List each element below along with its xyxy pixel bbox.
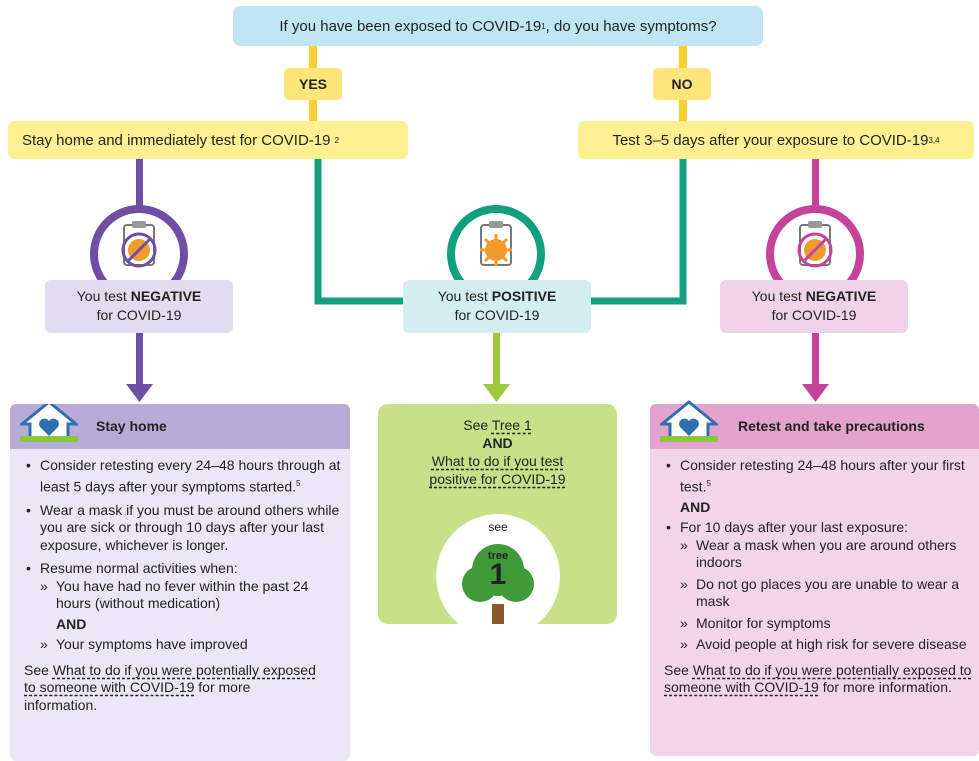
- tree-badge[interactable]: see tree 1: [436, 514, 560, 638]
- result-right-pre: You test: [751, 288, 806, 304]
- stay-home-body: Consider retesting every 24–48 hours thr…: [24, 457, 344, 714]
- bullet-text: Consider retesting 24–48 hours after you…: [680, 457, 965, 495]
- list-item: Wear a mask when you are around others i…: [664, 537, 972, 572]
- bullet-text: Resume normal activities when:: [40, 560, 238, 577]
- sub-bullet-text: Monitor for symptoms: [696, 614, 831, 631]
- tree-icon: [462, 544, 534, 624]
- sub-bullet-text: Do not go places you are unable to wear …: [696, 575, 960, 610]
- list-item: Resume normal activities when:: [24, 560, 344, 578]
- result-right-bold: NEGATIVE: [805, 288, 877, 304]
- list-item: Do not go places you are unable to wear …: [664, 576, 972, 611]
- bullet-text: Consider retesting every 24–48 hours thr…: [40, 457, 341, 495]
- virus-positive-icon: [480, 221, 512, 266]
- tree-1-link[interactable]: Tree 1: [491, 417, 532, 433]
- see-label: See: [24, 661, 53, 678]
- retest-title: Retest and take precautions: [738, 418, 925, 434]
- sub-bullet-text: Your symptoms have improved: [56, 636, 248, 653]
- left-stem-top: [136, 159, 143, 211]
- right-arrow: [802, 384, 829, 402]
- tree-card: See Tree 1 AND What to do if you test po…: [378, 404, 617, 638]
- badge-see: see: [488, 520, 508, 534]
- see-label: See: [664, 661, 693, 678]
- result-negative-right: You test NEGATIVE for COVID-19: [720, 280, 908, 333]
- bullet-text: Wear a mask if you must be around others…: [40, 501, 340, 553]
- question-text-end: , do you have symptoms?: [545, 17, 717, 35]
- see-label: See: [463, 417, 492, 433]
- more-info-label: for more information.: [24, 679, 251, 713]
- more-info-label: for more information.: [818, 679, 952, 696]
- result-left-pre: You test: [76, 288, 131, 304]
- result-mid-post: for COVID-19: [454, 307, 540, 323]
- virus-negative-icon: [797, 221, 833, 268]
- exposed-guide-link[interactable]: What to do if you were potentially expos…: [664, 661, 972, 696]
- yes-step-sup: 2: [334, 135, 340, 145]
- sub-bullet-text: Wear a mask when you are around others i…: [696, 536, 957, 571]
- virus-negative-icon: [121, 221, 157, 268]
- no-step-text: Test 3–5 days after your exposure to COV…: [612, 131, 929, 149]
- stay-home-card: Stay home Consider retesting every 24–48…: [10, 404, 350, 761]
- badge-tree: tree: [487, 550, 509, 562]
- right-stem-top: [812, 159, 819, 211]
- list-item: Wear a mask if you must be around others…: [24, 502, 344, 555]
- list-item: Monitor for symptoms: [664, 615, 972, 633]
- result-mid-bold: POSITIVE: [491, 288, 557, 304]
- and-label: AND: [482, 435, 513, 451]
- right-stem-bottom: [812, 333, 819, 388]
- no-step-box: Test 3–5 days after your exposure to COV…: [578, 121, 974, 159]
- tree-card-text: See Tree 1 AND What to do if you test po…: [378, 416, 617, 488]
- result-mid-pre: You test: [437, 288, 492, 304]
- yes-tag: YES: [284, 68, 342, 100]
- left-arrow: [126, 384, 153, 402]
- sub-bullet-text: You have had no fever within the past 24…: [56, 577, 309, 612]
- no-step-sup: 3,4: [928, 135, 940, 145]
- retest-card: Retest and take precautions Consider ret…: [650, 400, 979, 756]
- yes-step-text: Stay home and immediately test for COVID…: [22, 131, 331, 149]
- exposed-guide-link[interactable]: What to do if you were potentially expos…: [24, 661, 316, 696]
- bullet-sup: 5: [296, 478, 301, 488]
- list-item: Consider retesting every 24–48 hours thr…: [24, 457, 344, 496]
- stay-home-title: Stay home: [96, 418, 167, 434]
- list-item: Your symptoms have improved: [24, 636, 344, 654]
- question-text: If you have been exposed to COVID-19: [279, 17, 542, 35]
- badge-num: 1: [489, 558, 507, 591]
- list-item: You have had no fever within the past 24…: [24, 578, 344, 613]
- home-heart-icon: [20, 404, 78, 442]
- see-more-text: See What to do if you were potentially e…: [24, 662, 344, 715]
- teal-left-path: [314, 159, 404, 305]
- sub-bullet-text: Avoid people at high risk for severe dis…: [696, 636, 967, 653]
- result-positive-mid: You test POSITIVE for COVID-19: [403, 280, 591, 333]
- result-left-post: for COVID-19: [96, 307, 182, 323]
- mid-arrow: [483, 384, 510, 402]
- result-right-post: for COVID-19: [771, 307, 857, 323]
- and-label: AND: [680, 498, 711, 515]
- home-heart-icon: [660, 400, 718, 442]
- left-stem-bottom: [136, 333, 143, 388]
- result-negative-left: You test NEGATIVE for COVID-19: [45, 280, 233, 333]
- and-label: AND: [56, 615, 87, 632]
- list-item: Avoid people at high risk for severe dis…: [664, 636, 972, 654]
- no-tag: NO: [653, 68, 711, 100]
- bullet-text: For 10 days after your last exposure:: [680, 519, 908, 536]
- mid-stem: [493, 333, 500, 387]
- yes-step-box: Stay home and immediately test for COVID…: [8, 121, 408, 159]
- question-sup: 1: [541, 21, 546, 31]
- result-left-bold: NEGATIVE: [130, 288, 202, 304]
- teal-right-path: [590, 159, 687, 305]
- bullet-sup: 5: [706, 478, 711, 488]
- list-item: For 10 days after your last exposure:: [664, 519, 972, 537]
- positive-guide-link[interactable]: What to do if you test positive for COVI…: [429, 453, 566, 487]
- list-item: Consider retesting 24–48 hours after you…: [664, 457, 972, 496]
- see-more-text: See What to do if you were potentially e…: [664, 662, 972, 697]
- retest-body: Consider retesting 24–48 hours after you…: [664, 457, 972, 697]
